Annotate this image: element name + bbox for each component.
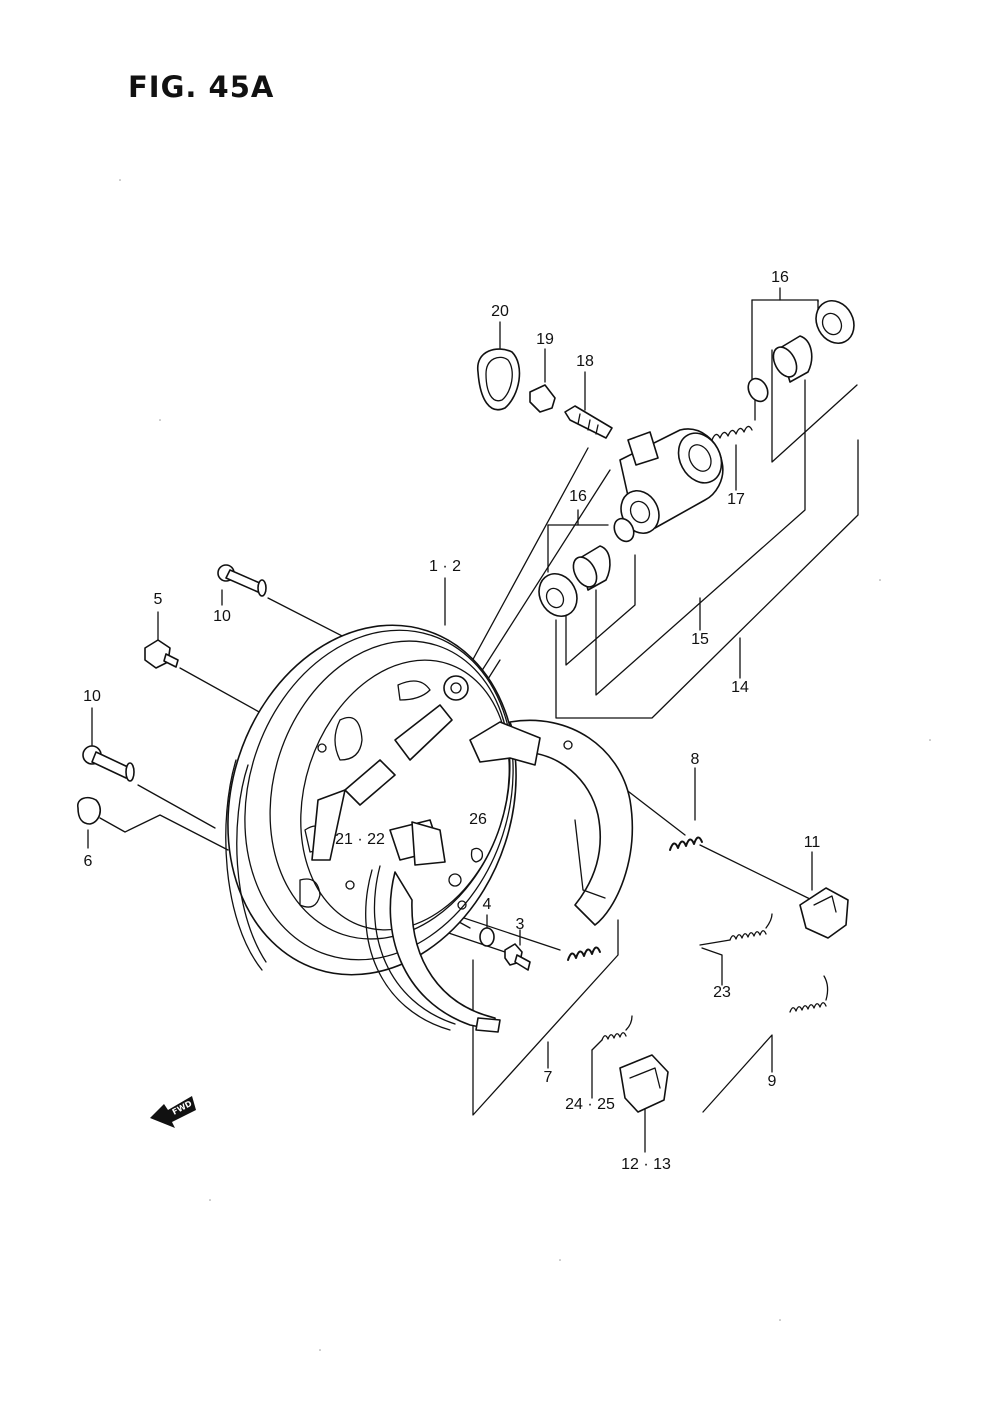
callout-16-top: 16 xyxy=(771,269,789,286)
callout-5: 5 xyxy=(153,591,163,608)
callout-6: 6 xyxy=(83,853,93,870)
fwd-arrow-icon: FWD xyxy=(150,1096,196,1128)
callout-9: 9 xyxy=(767,1073,777,1090)
callout-17: 17 xyxy=(727,491,745,508)
callout-24-25: 24 · 25 xyxy=(565,1096,615,1113)
callout-16-lower: 16 xyxy=(569,488,587,505)
figure-title: FIG. 45A xyxy=(128,70,275,104)
callout-14: 14 xyxy=(731,679,749,696)
wheel-cylinder xyxy=(619,428,724,534)
callout-19: 19 xyxy=(536,331,554,348)
callout-26: 26 xyxy=(469,811,487,828)
callout-15: 15 xyxy=(691,631,709,648)
callout-20: 20 xyxy=(491,303,509,320)
callout-3: 3 xyxy=(515,916,525,933)
callout-21-22: 21 · 22 xyxy=(335,831,385,848)
brake-shoe xyxy=(365,719,634,1033)
callout-4: 4 xyxy=(482,896,492,913)
callout-18: 18 xyxy=(576,353,594,370)
callout-23: 23 xyxy=(713,984,731,1001)
callout-10-left: 10 xyxy=(83,688,101,705)
callout-7: 7 xyxy=(543,1069,553,1086)
small-parts xyxy=(77,300,855,1113)
brake-drum xyxy=(225,624,517,976)
callout-1-2: 1 · 2 xyxy=(428,558,462,575)
callout-12-13: 12 · 13 xyxy=(621,1156,671,1173)
callout-8: 8 xyxy=(690,751,700,768)
callout-11: 11 xyxy=(803,834,821,851)
callout-10-top: 10 xyxy=(213,608,231,625)
scan-specks xyxy=(119,179,931,1351)
